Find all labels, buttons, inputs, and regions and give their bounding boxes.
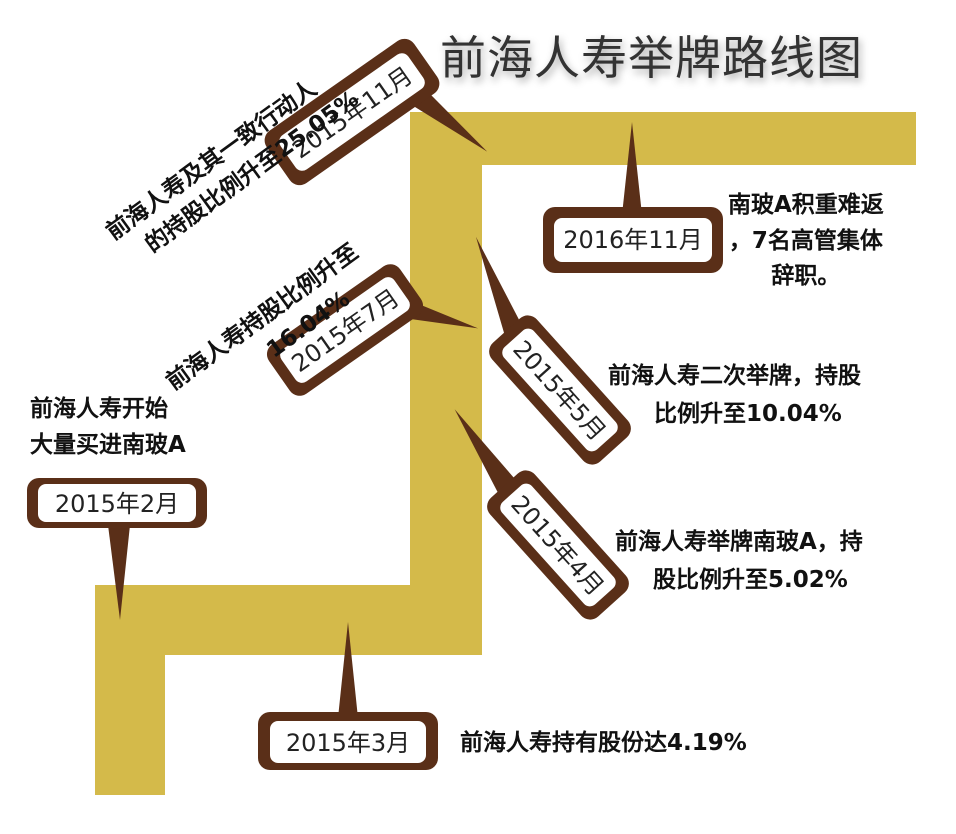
milestone-2015-02: 2015年2月 [27, 478, 207, 620]
timeline-road [95, 112, 916, 795]
note-line: 大量买进南玻A [30, 431, 186, 458]
milestone-note: 前海人寿持有股份达4.19% [460, 726, 747, 762]
milestone-note: 南玻A积重难返 ，7名高管集体 辞职。 [728, 188, 884, 295]
milestone-date: 2015年2月 [55, 490, 179, 518]
milestone-2015-03: 2015年3月 [258, 622, 438, 770]
milestone-note: 前海人寿二次举牌，持股 比例升至10.04% [608, 358, 861, 434]
note-line: 前海人寿持有股份达4.19% [460, 730, 747, 756]
note-line: 前海人寿开始 [30, 396, 168, 422]
note-line: 前海人寿二次举牌，持股 [608, 363, 861, 389]
milestone-note: 前海人寿举牌南玻A，持 股比例升至5.02% [615, 524, 863, 600]
note-line: 前海人寿举牌南玻A，持 [615, 529, 863, 555]
milestone-note: 前海人寿开始 大量买进南玻A [30, 392, 186, 463]
note-line: 南玻A积重难返 [728, 192, 884, 218]
note-line: 辞职。 [771, 263, 841, 290]
note-line: 股比例升至5.02% [653, 566, 848, 593]
milestone-date: 2016年11月 [563, 226, 703, 254]
note-line: ，7名高管集体 [728, 227, 883, 254]
diagram-title: 前海人寿举牌路线图 [440, 31, 863, 85]
milestone-2016-11: 2016年11月 [543, 122, 723, 273]
note-line: 比例升至10.04% [654, 400, 842, 427]
milestone-date: 2015年3月 [286, 729, 410, 757]
